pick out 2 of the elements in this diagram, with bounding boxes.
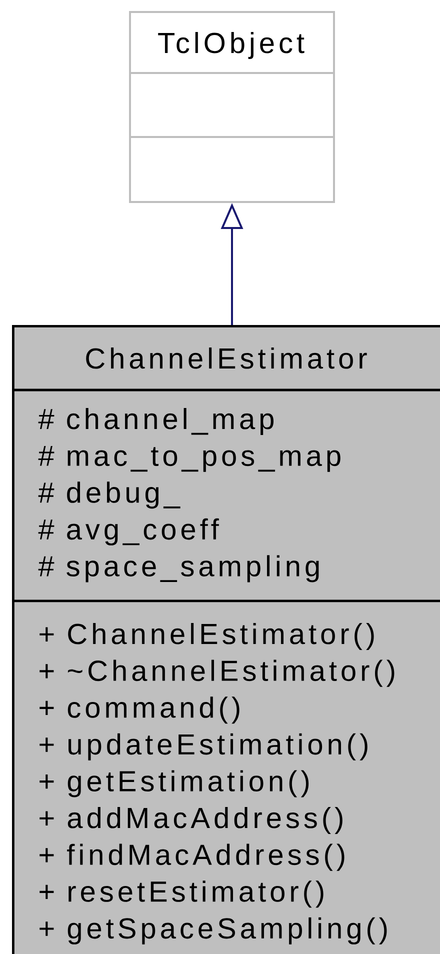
- class-box: TclObject: [129, 11, 335, 203]
- class-box: ChannelEstimator # channel_map # mac_to_pos_map # debug_ # avg_coeff # space_sampling + ChannelEstimator() + ~ChannelEstimator() + command() + updateEstimation() + getEstimation() + addMacAddress() + findMacAddress() + resetEstimator() + getSpaceSampling(): [12, 325, 440, 954]
